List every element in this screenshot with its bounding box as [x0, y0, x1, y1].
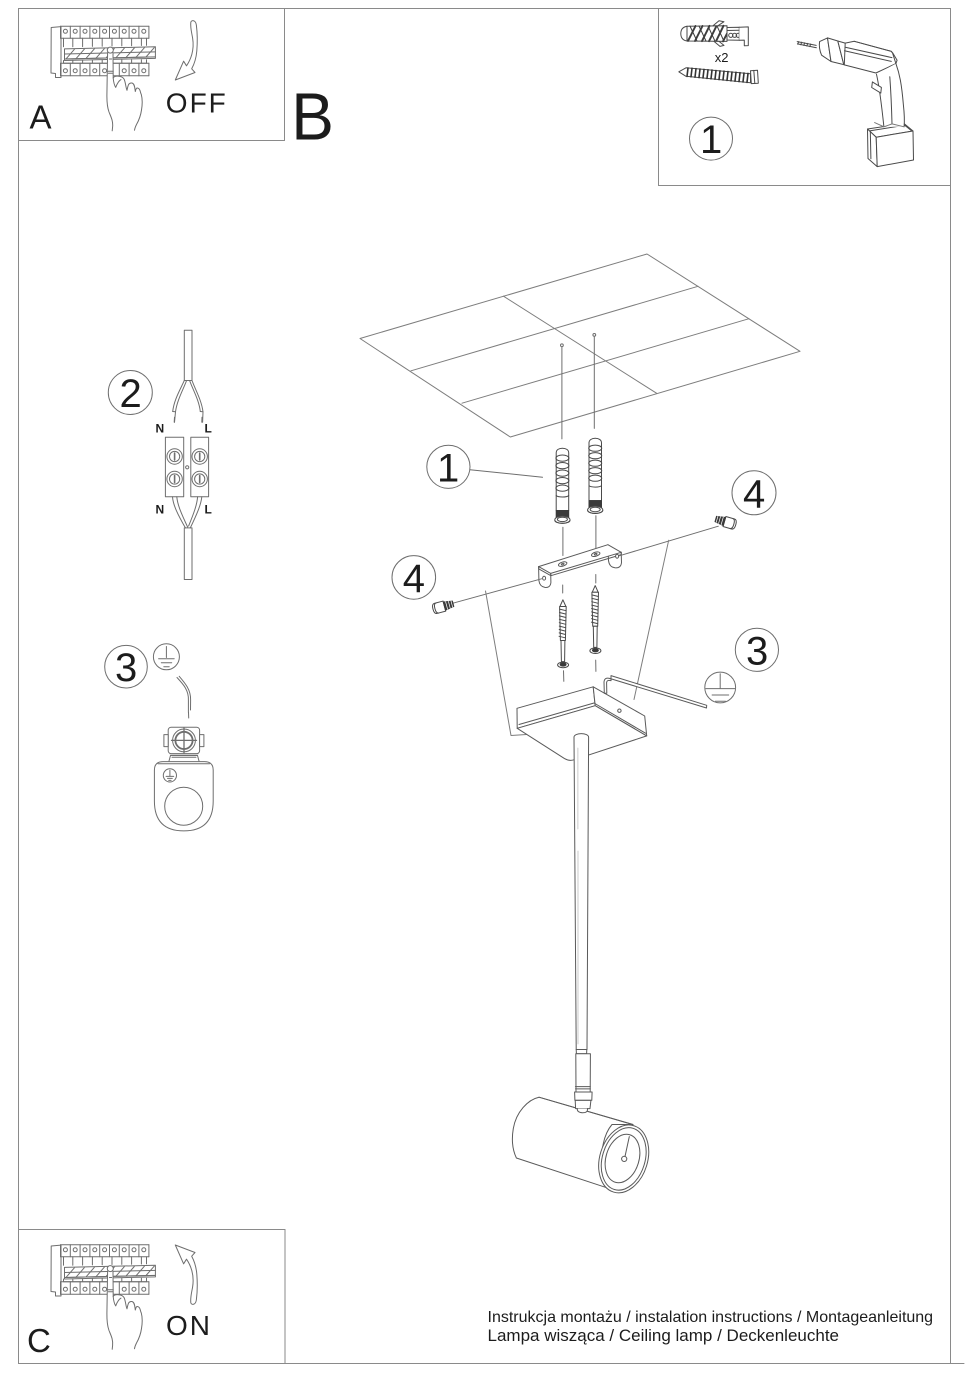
- svg-text:4: 4: [743, 473, 765, 517]
- svg-text:B: B: [291, 79, 334, 154]
- svg-text:4: 4: [403, 557, 425, 601]
- svg-text:1: 1: [700, 118, 722, 162]
- svg-text:N: N: [156, 503, 165, 517]
- svg-text:1: 1: [437, 446, 459, 490]
- svg-text:ON: ON: [166, 1310, 212, 1341]
- svg-text:L: L: [205, 422, 212, 436]
- svg-text:Instrukcja montażu / instalati: Instrukcja montażu / instalation instruc…: [488, 1309, 934, 1326]
- svg-text:3: 3: [746, 629, 768, 673]
- svg-text:Lampa wisząca / Ceiling lamp /: Lampa wisząca / Ceiling lamp / Deckenleu…: [488, 1326, 840, 1345]
- svg-text:A: A: [30, 99, 52, 136]
- svg-text:3: 3: [115, 646, 137, 690]
- svg-text:C: C: [27, 1322, 51, 1359]
- svg-text:OFF: OFF: [166, 88, 228, 119]
- svg-text:L: L: [205, 503, 212, 517]
- svg-text:x2: x2: [715, 50, 729, 65]
- svg-text:N: N: [156, 422, 165, 436]
- svg-text:2: 2: [120, 372, 142, 416]
